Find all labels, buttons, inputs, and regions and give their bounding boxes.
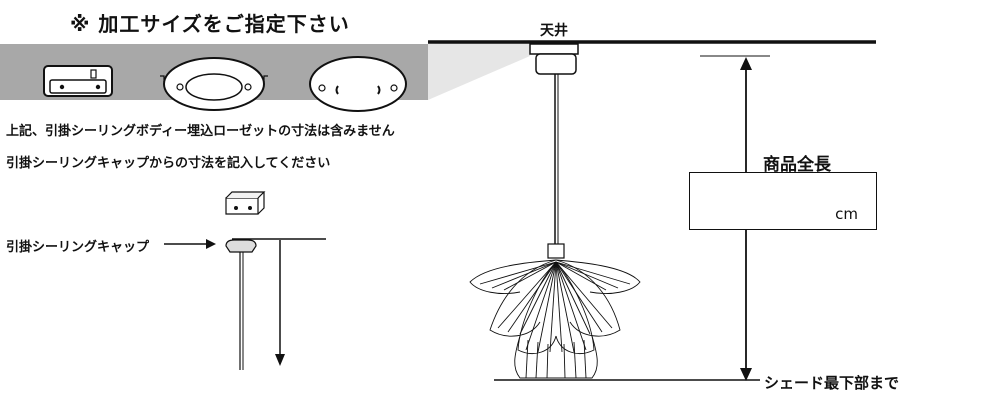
shade-bottom-label: シェード最下部まで	[764, 374, 900, 392]
length-unit: cm	[835, 205, 858, 223]
projection-wedge	[428, 40, 530, 100]
note-excluded-rosette: 上記、引掛シーリングボディー埋込ローゼットの寸法は含みません	[6, 124, 395, 139]
canopy-icon	[529, 43, 579, 75]
overall-length-title: 商品全長	[763, 155, 831, 175]
overall-length-input[interactable]: cm	[689, 172, 877, 230]
round-rosette-open-icon	[160, 57, 268, 111]
instruction-heading: ※ 加工サイズをご指定下さい	[70, 12, 350, 36]
lamp-shade-icon	[469, 259, 641, 379]
ceiling-label: 天井	[540, 23, 568, 39]
ceiling-cap-label: 引掛シーリングキャップ	[6, 240, 150, 255]
square-rosette-icon	[43, 65, 113, 97]
note-measure-from-cap: 引掛シーリングキャップからの寸法を記入してください	[6, 156, 331, 171]
cap-pointer-arrow	[164, 239, 216, 249]
socket-icon	[547, 243, 565, 259]
small-pendant-icon	[225, 238, 326, 370]
ceiling-cap-icon	[225, 191, 266, 215]
round-rosette-closed-icon	[309, 56, 407, 112]
